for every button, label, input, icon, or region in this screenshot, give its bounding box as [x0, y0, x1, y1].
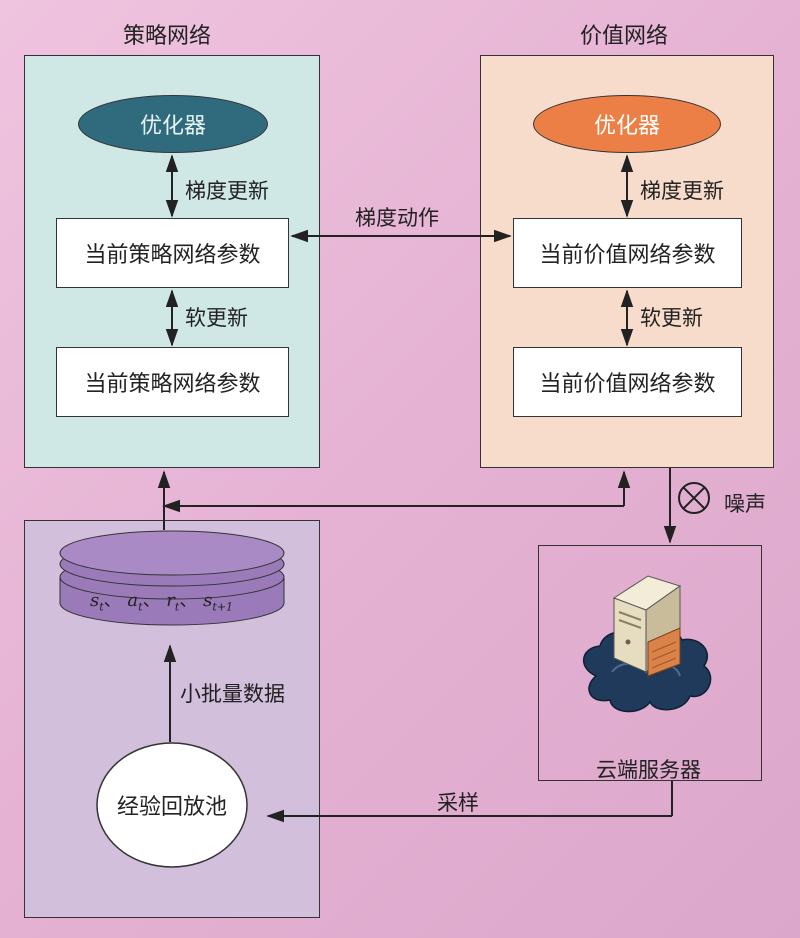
- policy-gradient-update-label: 梯度更新: [185, 179, 269, 203]
- replay-pool-label: 经验回放池: [116, 795, 227, 820]
- policy-network-title: 策略网络: [123, 24, 212, 49]
- replay-pool-circle: [96, 742, 248, 868]
- value-params-current: 当前价值网络参数: [513, 218, 742, 288]
- cloud-server-icon: [583, 575, 712, 713]
- noise-label: 噪声: [724, 492, 766, 516]
- policy-optimizer: 优化器: [78, 95, 268, 153]
- policy-soft-update-label: 软更新: [185, 306, 248, 330]
- policy-params-current: 当前策略网络参数: [56, 218, 289, 288]
- policy-params-target: 当前策略网络参数: [56, 347, 289, 417]
- sampling-label: 采样: [437, 791, 479, 815]
- value-network-title: 价值网络: [580, 24, 669, 49]
- gradient-action-label: 梯度动作: [355, 206, 439, 230]
- replay-disc-stack: [59, 530, 285, 626]
- noise-icon: [678, 482, 710, 514]
- value-params-target: 当前价值网络参数: [513, 347, 742, 417]
- cloud-server-panel: [538, 545, 762, 781]
- value-soft-update-label: 软更新: [640, 306, 703, 330]
- cloud-server-label: 云端服务器: [596, 758, 701, 782]
- value-gradient-update-label: 梯度更新: [640, 179, 724, 203]
- minibatch-label: 小批量数据: [180, 682, 285, 706]
- replay-record: st、 at、 rt、 st+1: [90, 590, 233, 614]
- value-optimizer: 优化器: [533, 95, 721, 153]
